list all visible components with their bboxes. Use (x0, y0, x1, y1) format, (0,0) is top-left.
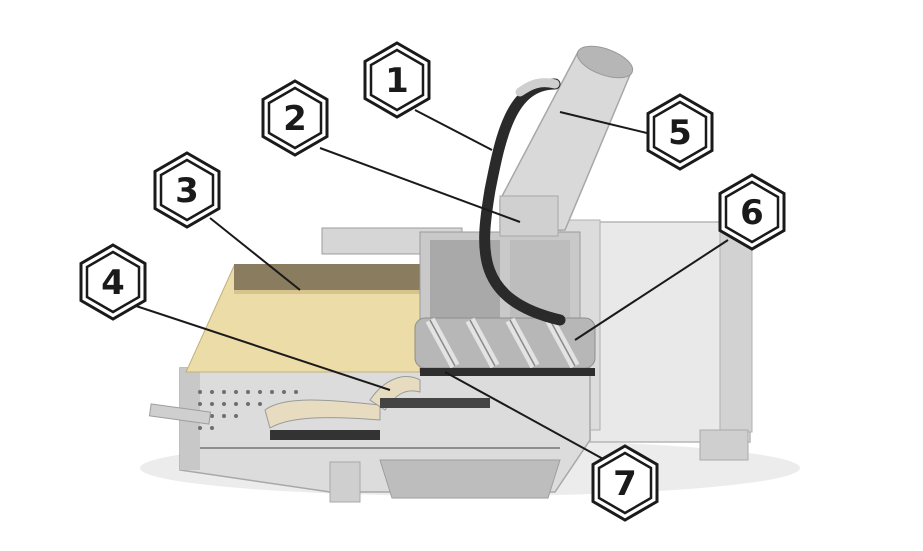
callout-7: 7 (591, 444, 659, 522)
callout-badge-inner (267, 86, 323, 150)
feed-tube (499, 45, 634, 237)
callout-badge-inner (724, 180, 780, 244)
auger-screw (414, 317, 596, 376)
callout-5: 5 (646, 93, 714, 171)
callout-number: 3 (175, 171, 199, 211)
callout-badge-inner (85, 250, 141, 314)
callout-3: 3 (153, 151, 221, 229)
callout-number: 4 (101, 263, 125, 303)
callout-badge-inner (652, 100, 708, 164)
leader-line-7 (444, 371, 606, 461)
leader-line-1 (414, 109, 493, 151)
callout-badge-inner (369, 48, 425, 112)
callout-number: 1 (385, 61, 409, 101)
leader-line-5 (559, 111, 656, 136)
callout-4: 4 (79, 243, 147, 321)
leader-line-4 (129, 303, 391, 391)
callout-badge-inner (159, 158, 215, 222)
leader-lines (129, 109, 729, 461)
leader-line-6 (574, 239, 729, 341)
leader-line-2 (319, 147, 521, 223)
hose (479, 78, 566, 326)
callout-2: 2 (261, 79, 329, 157)
burner-body (148, 367, 591, 503)
leader-line-3 (209, 217, 301, 291)
callout-6: 6 (718, 173, 786, 251)
callout-number: 7 (613, 464, 637, 504)
callout-number: 5 (668, 113, 692, 153)
callout-1: 1 (363, 41, 431, 119)
callout-number: 2 (283, 99, 307, 139)
insulation-block (185, 264, 426, 373)
callout-badge-inner (597, 451, 653, 515)
callout-number: 6 (740, 193, 764, 233)
